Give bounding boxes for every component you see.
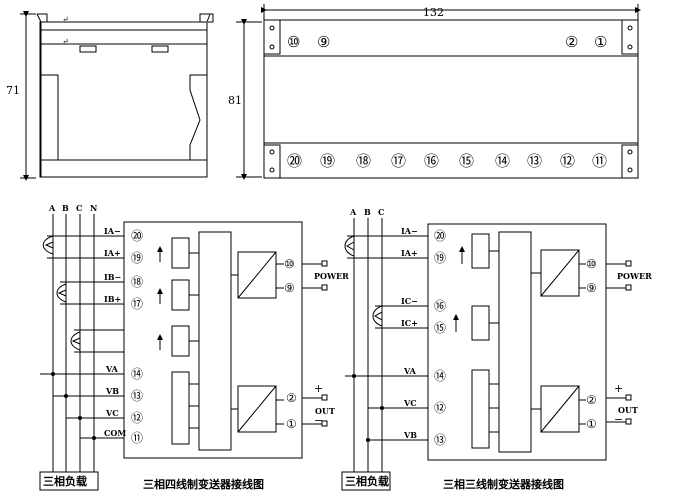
left-wiring-diagram: A B C N — [39, 203, 349, 491]
right-input-VB: VB — [403, 430, 417, 440]
left-input-IA-minus: IA− — [104, 226, 121, 236]
right-power-label: POWER — [617, 271, 652, 281]
bottom-terminal-row: ⑳ ⑲ ⑱ ⑰ ⑯ ⑮ ⑭ ⑬ ⑫ ⑪ — [287, 152, 607, 170]
right-pin-15: ⑮ — [434, 321, 446, 335]
left-out-minus: − — [314, 414, 323, 427]
left-out-plus: + — [314, 382, 323, 395]
terminal-top-1: ① — [594, 33, 607, 51]
dim-height-top: 81 — [228, 94, 242, 107]
left-input-COM: COM — [104, 428, 126, 438]
right-power-pin-9: ⑨ — [586, 281, 597, 295]
right-input-IA-minus: IA− — [401, 226, 418, 236]
dim-width-top: 132 — [423, 6, 444, 19]
right-pin-12: ⑫ — [434, 401, 446, 415]
top-terminal-row: ⑩ ⑨ ② ① — [287, 33, 607, 51]
right-pin-20: ⑳ — [434, 229, 446, 243]
return-mark-2: ↵ — [62, 37, 69, 46]
right-out-pin-2: ② — [586, 393, 597, 407]
terminal-bottom-18: ⑱ — [356, 152, 371, 170]
right-pin-19: ⑲ — [434, 251, 446, 265]
right-load-label: 三相负载 — [345, 474, 389, 488]
right-out-pin-1: ① — [586, 417, 597, 431]
left-pin-20: ⑳ — [131, 229, 143, 243]
right-input-IC-minus: IC− — [401, 296, 418, 306]
terminal-top-10: ⑩ — [287, 33, 300, 51]
terminal-top-9: ⑨ — [317, 33, 330, 51]
right-pin-16: ⑯ — [434, 299, 446, 313]
return-mark-1: ↵ — [62, 15, 69, 24]
right-out-label: OUT — [618, 405, 638, 415]
left-input-IB-plus: IB+ — [104, 294, 121, 304]
right-phase-B: B — [364, 207, 371, 217]
left-pin-18: ⑱ — [131, 275, 143, 289]
terminal-bottom-17: ⑰ — [391, 152, 406, 170]
left-input-VA: VA — [105, 364, 119, 374]
left-input-VC: VC — [105, 408, 119, 418]
right-phase-C: C — [378, 207, 384, 217]
left-out-pin-2: ② — [286, 391, 297, 405]
left-pin-12: ⑫ — [131, 411, 143, 425]
left-phase-A: A — [48, 203, 56, 213]
left-caption: 三相四线制变送器接线图 — [143, 477, 264, 491]
terminal-bottom-12: ⑫ — [560, 152, 575, 170]
terminal-top-2: ② — [565, 33, 578, 51]
left-phase-B: B — [62, 203, 69, 213]
left-input-VB: VB — [105, 386, 119, 396]
terminal-bottom-16: ⑯ — [424, 152, 439, 170]
right-input-VA: VA — [403, 366, 417, 376]
right-input-VC: VC — [403, 398, 417, 408]
left-phase-N: N — [90, 203, 97, 213]
left-out-label: OUT — [315, 406, 335, 416]
left-input-IA-plus: IA+ — [104, 248, 121, 258]
left-pin-14: ⑭ — [131, 367, 143, 381]
terminal-bottom-11: ⑪ — [592, 152, 607, 170]
left-pin-19: ⑲ — [131, 251, 143, 265]
left-pin-11: ⑪ — [131, 431, 143, 445]
right-out-plus: + — [614, 382, 623, 395]
right-pin-14: ⑭ — [434, 369, 446, 383]
left-power-pin-10: ⑩ — [284, 257, 295, 271]
left-input-IB-minus: IB− — [104, 272, 121, 282]
right-phase-A: A — [349, 207, 357, 217]
left-load-label: 三相负载 — [43, 474, 87, 488]
side-view — [20, 11, 214, 181]
terminal-bottom-13: ⑬ — [527, 152, 542, 170]
terminal-bottom-15: ⑮ — [459, 152, 474, 170]
right-input-IA-plus: IA+ — [401, 248, 418, 258]
right-pin-13: ⑬ — [434, 433, 446, 447]
dim-height-side: 71 — [6, 84, 20, 97]
left-out-pin-1: ① — [286, 417, 297, 431]
left-pin-13: ⑬ — [131, 389, 143, 403]
right-power-pin-10: ⑩ — [586, 257, 597, 271]
right-out-minus: − — [614, 413, 623, 426]
terminal-bottom-20: ⑳ — [287, 152, 302, 170]
left-phase-C: C — [76, 203, 82, 213]
right-input-IC-plus: IC+ — [401, 318, 418, 328]
terminal-bottom-19: ⑲ — [320, 152, 335, 170]
left-power-label: POWER — [314, 271, 349, 281]
terminal-bottom-14: ⑭ — [495, 152, 510, 170]
right-wiring-diagram: A B C — [341, 207, 652, 491]
left-pin-17: ⑰ — [131, 297, 143, 311]
top-view — [236, 4, 641, 180]
left-power-pin-9: ⑨ — [284, 281, 295, 295]
right-caption: 三相三线制变送器接线图 — [443, 477, 564, 491]
